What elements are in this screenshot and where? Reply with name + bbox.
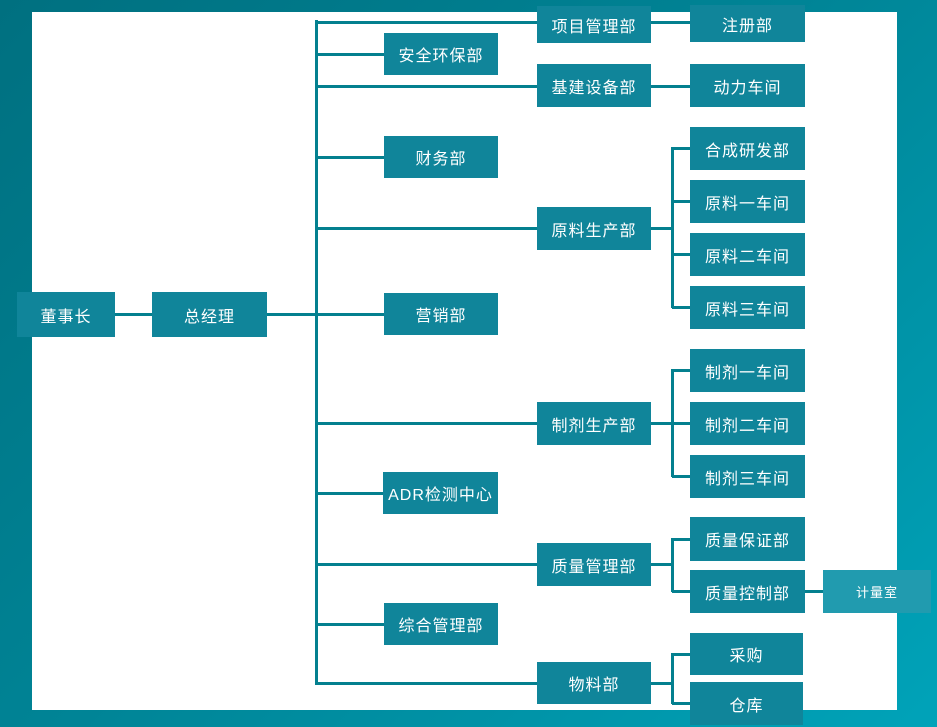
org-node-label: 质量保证部 — [704, 533, 790, 550]
org-node-label: 原料二车间 — [704, 248, 790, 266]
connector-line — [315, 20, 318, 685]
connector-line — [671, 369, 674, 477]
org-node-prep-production[interactable]: 制剂生产部 — [537, 402, 651, 445]
connector-line — [672, 306, 690, 309]
connector-line — [316, 563, 537, 566]
connector-line — [316, 156, 384, 159]
connector-line — [316, 422, 537, 425]
org-node-label: 合成研发部 — [704, 142, 790, 160]
org-node-label: 制剂生产部 — [551, 417, 637, 435]
org-node-label: 原料生产部 — [551, 222, 637, 240]
org-node-label: 原料一车间 — [704, 195, 790, 213]
connector-line — [316, 21, 537, 24]
org-node-label: 董事长 — [40, 308, 92, 326]
connector-line — [316, 85, 537, 88]
connector-line — [672, 590, 690, 593]
org-node-materials[interactable]: 物料部 — [537, 662, 651, 704]
org-node-label: 质量管理部 — [551, 558, 637, 576]
connector-line — [267, 313, 384, 316]
connector-line — [651, 563, 672, 566]
connector-line — [316, 53, 384, 56]
org-node-synthesis-rd[interactable]: 合成研发部 — [690, 127, 805, 170]
org-node-label: 制剂一车间 — [704, 364, 790, 382]
connector-line — [316, 492, 383, 495]
connector-line — [672, 475, 690, 478]
connector-line — [651, 21, 690, 24]
org-node-label: 动力车间 — [713, 79, 782, 97]
connector-line — [671, 653, 674, 704]
org-node-project-mgmt[interactable]: 项目管理部 — [537, 6, 651, 43]
connector-line — [672, 653, 690, 656]
connector-line — [672, 147, 690, 150]
org-node-purchasing[interactable]: 采购 — [690, 633, 803, 675]
org-node-label: 质量控制部 — [704, 585, 790, 603]
connector-line — [651, 227, 672, 230]
org-node-raw-workshop-3[interactable]: 原料三车间 — [690, 286, 805, 329]
org-node-marketing[interactable]: 营销部 — [384, 293, 498, 335]
org-node-label: 制剂二车间 — [704, 417, 790, 435]
connector-line — [805, 590, 823, 593]
connector-line — [672, 200, 690, 203]
org-node-finance[interactable]: 财务部 — [384, 136, 498, 178]
org-node-prep-workshop-3[interactable]: 制剂三车间 — [690, 455, 805, 498]
connector-line — [651, 85, 690, 88]
org-node-raw-production[interactable]: 原料生产部 — [537, 207, 651, 250]
connector-line — [672, 538, 690, 541]
org-node-prep-workshop-1[interactable]: 制剂一车间 — [690, 349, 805, 392]
org-node-quality-control[interactable]: 质量控制部 — [690, 570, 805, 613]
connector-line — [672, 369, 690, 372]
org-node-prep-workshop-2[interactable]: 制剂二车间 — [690, 402, 805, 445]
org-node-metrology-room[interactable]: 计量室 — [823, 570, 931, 613]
connector-line — [672, 422, 690, 425]
org-node-registration[interactable]: 注册部 — [690, 5, 805, 42]
org-node-label: 制剂三车间 — [704, 470, 790, 488]
connector-line — [115, 313, 152, 316]
org-node-label: 采购 — [729, 648, 764, 665]
org-node-label: 安全环保部 — [398, 48, 484, 65]
org-node-label: 营销部 — [415, 308, 467, 325]
org-node-label: 财务部 — [415, 151, 467, 168]
org-node-label: 基建设备部 — [551, 79, 637, 97]
connector-line — [671, 147, 674, 308]
org-node-quality-mgmt[interactable]: 质量管理部 — [537, 543, 651, 586]
org-node-label: 原料三车间 — [704, 301, 790, 319]
connector-line — [672, 702, 690, 705]
org-node-quality-assurance[interactable]: 质量保证部 — [690, 517, 805, 561]
connector-line — [651, 682, 672, 685]
org-node-adr-center[interactable]: ADR检测中心 — [383, 472, 498, 514]
connector-line — [316, 623, 384, 626]
org-node-raw-workshop-1[interactable]: 原料一车间 — [690, 180, 805, 223]
org-node-warehouse[interactable]: 仓库 — [690, 682, 803, 725]
org-node-general-manager[interactable]: 总经理 — [152, 292, 267, 337]
connector-line — [316, 227, 537, 230]
org-node-safety-env[interactable]: 安全环保部 — [384, 33, 498, 75]
org-node-label: 仓库 — [729, 697, 764, 715]
org-node-raw-workshop-2[interactable]: 原料二车间 — [690, 233, 805, 276]
org-node-chairman[interactable]: 董事长 — [17, 292, 115, 337]
org-node-general-admin[interactable]: 综合管理部 — [384, 603, 498, 645]
connector-line — [672, 253, 690, 256]
connector-line — [671, 538, 674, 592]
org-node-label: 物料部 — [568, 677, 620, 694]
org-node-power-workshop[interactable]: 动力车间 — [690, 64, 805, 107]
org-node-infra-equip[interactable]: 基建设备部 — [537, 64, 651, 107]
org-node-label: 计量室 — [855, 585, 898, 600]
connector-line — [316, 682, 537, 685]
org-node-label: 项目管理部 — [551, 18, 637, 36]
org-node-label: 注册部 — [721, 17, 773, 35]
org-node-label: ADR检测中心 — [388, 487, 493, 504]
org-node-label: 综合管理部 — [398, 618, 484, 635]
org-node-label: 总经理 — [183, 308, 235, 326]
connector-line — [651, 422, 672, 425]
